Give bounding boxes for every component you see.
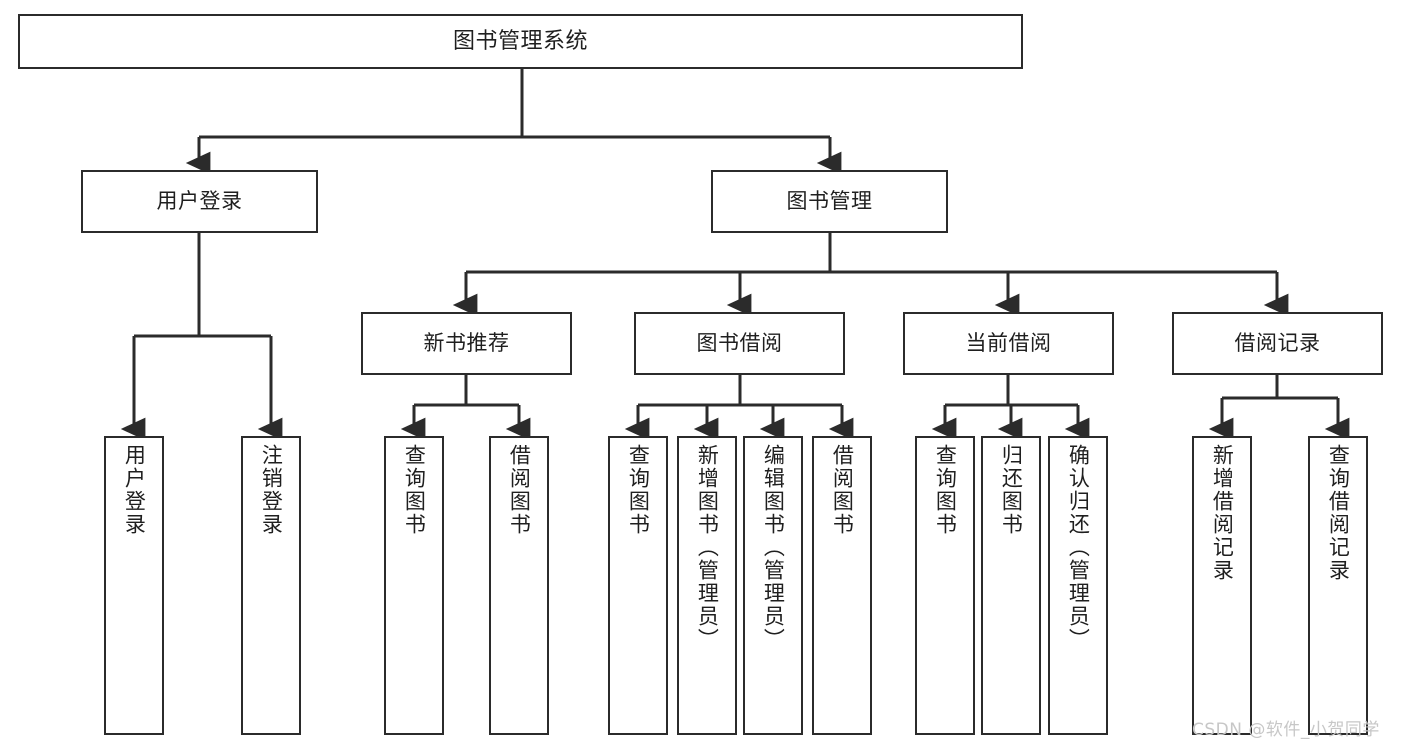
node-leaf-query-book-recommend[interactable]: 查询图书 — [384, 436, 444, 735]
node-label: 新增借阅记录 — [1210, 444, 1235, 582]
node-label: 借阅记录 — [1234, 331, 1321, 356]
node-new-book-recommend[interactable]: 新书推荐 — [361, 312, 572, 375]
node-leaf-add-book-admin[interactable]: 新增图书（管理员） — [677, 436, 737, 735]
node-label: 借阅图书 — [507, 444, 532, 536]
node-label: 用户登录 — [122, 444, 147, 536]
node-label: 新增图书（管理员） — [695, 444, 720, 651]
node-user-login[interactable]: 用户登录 — [81, 170, 318, 233]
node-leaf-borrow-book-borrow[interactable]: 借阅图书 — [812, 436, 872, 735]
node-leaf-add-borrow-record[interactable]: 新增借阅记录 — [1192, 436, 1252, 735]
node-label: 图书管理系统 — [452, 28, 588, 54]
node-label: 查询借阅记录 — [1326, 444, 1351, 582]
node-label: 归还图书 — [999, 444, 1024, 536]
node-current-borrow[interactable]: 当前借阅 — [903, 312, 1114, 375]
node-label: 借阅图书 — [830, 444, 855, 536]
node-leaf-borrow-book-recommend[interactable]: 借阅图书 — [489, 436, 549, 735]
node-leaf-logout-login[interactable]: 注销登录 — [241, 436, 301, 735]
node-label: 编辑图书（管理员） — [761, 444, 786, 651]
node-leaf-query-borrow-record[interactable]: 查询借阅记录 — [1308, 436, 1368, 735]
node-label: 注销登录 — [259, 444, 284, 536]
node-leaf-query-book-current[interactable]: 查询图书 — [915, 436, 975, 735]
csdn-watermark: CSDN @软件_小贺同学 — [1192, 720, 1380, 740]
node-label: 新书推荐 — [423, 331, 510, 356]
node-label: 查询图书 — [402, 444, 427, 536]
node-book-borrow[interactable]: 图书借阅 — [634, 312, 845, 375]
node-label: 图书管理 — [786, 189, 873, 214]
node-label: 确认归还（管理员） — [1066, 444, 1091, 651]
node-label: 当前借阅 — [965, 331, 1052, 356]
node-borrow-record[interactable]: 借阅记录 — [1172, 312, 1383, 375]
node-label: 用户登录 — [156, 189, 243, 214]
node-label: 查询图书 — [626, 444, 651, 536]
node-leaf-confirm-return-admin[interactable]: 确认归还（管理员） — [1048, 436, 1108, 735]
node-book-management[interactable]: 图书管理 — [711, 170, 948, 233]
node-label: 查询图书 — [933, 444, 958, 536]
node-leaf-edit-book-admin[interactable]: 编辑图书（管理员） — [743, 436, 803, 735]
node-leaf-query-book-borrow[interactable]: 查询图书 — [608, 436, 668, 735]
node-leaf-user-login[interactable]: 用户登录 — [104, 436, 164, 735]
node-root-library-management-system[interactable]: 图书管理系统 — [18, 14, 1023, 69]
node-leaf-return-book[interactable]: 归还图书 — [981, 436, 1041, 735]
node-label: 图书借阅 — [696, 331, 783, 356]
